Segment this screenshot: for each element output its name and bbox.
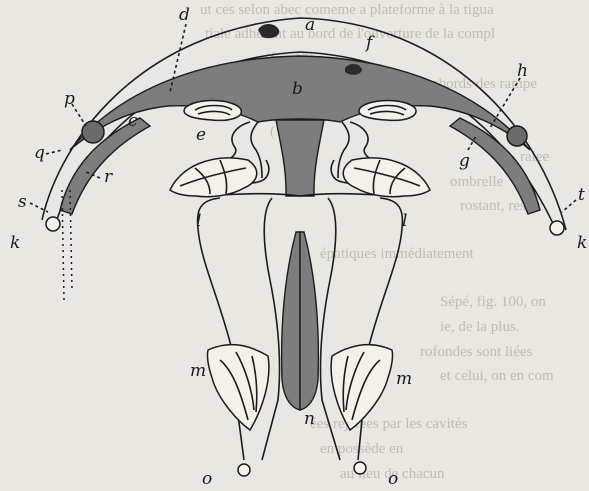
tentacle-bulb-right (550, 221, 564, 235)
arm-right-inner (320, 198, 340, 460)
label-n: n (304, 409, 315, 429)
spot-a (258, 24, 279, 38)
arm-right (358, 198, 402, 460)
central-stalk (276, 120, 324, 196)
label-c: c (128, 111, 138, 131)
gonad-right (359, 101, 416, 121)
label-m-right: m (396, 369, 412, 389)
label-b: b (292, 79, 303, 99)
label-p: p (64, 89, 75, 109)
arm-left-inner (262, 198, 280, 460)
label-e: e (196, 125, 206, 145)
label-h: h (517, 61, 528, 81)
label-o-left: o (202, 469, 212, 489)
label-k-left: k (10, 233, 20, 253)
radial-canal-left (60, 118, 150, 214)
label-s: s (18, 192, 27, 212)
tentacle-bulb-left (46, 217, 60, 231)
label-q: q (34, 143, 45, 163)
label-m-left: m (190, 361, 206, 381)
end-bulb-left (238, 464, 250, 476)
label-d: d (179, 5, 190, 25)
ribbon-right (300, 232, 318, 410)
label-k-right: k (577, 233, 587, 253)
marginal-body-right (507, 126, 527, 146)
label-f: f (364, 33, 375, 53)
lobe-right (343, 158, 430, 197)
gonad-left (184, 101, 241, 121)
leader-q (46, 150, 62, 154)
label-g: g (459, 151, 470, 171)
label-t: t (578, 185, 585, 205)
ribbon-left (282, 232, 300, 410)
label-l-left: l (196, 211, 201, 231)
lobe-left (170, 158, 257, 197)
label-a: a (305, 15, 315, 35)
end-bulb-right (354, 462, 366, 474)
arm-left (198, 198, 244, 460)
label-r: r (104, 167, 113, 187)
label-l-right: l (402, 211, 407, 231)
label-o-right: o (388, 469, 398, 489)
leader-t (562, 200, 576, 212)
